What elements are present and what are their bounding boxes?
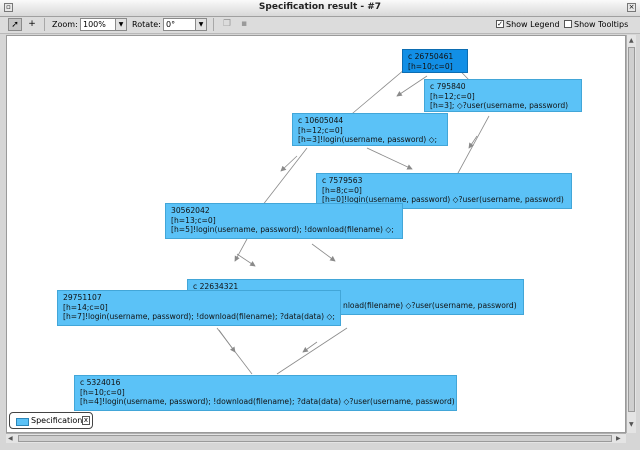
graph-edge (218, 329, 236, 353)
graph-node[interactable]: c 795840 [h=12;c=0] [h=3]; ◇?user(userna… (424, 79, 582, 112)
horizontal-scroll-thumb[interactable] (18, 435, 612, 442)
graph-edge (396, 75, 428, 97)
rotate-select[interactable]: 0° ▼ (163, 18, 207, 31)
graph-edge (346, 63, 412, 119)
graph-edge (366, 147, 413, 170)
legend-panel: Specification x (9, 412, 93, 429)
graph-edge (302, 341, 318, 353)
window-menu-icon[interactable]: ▫ (4, 3, 13, 12)
toolbar-separator (44, 18, 45, 31)
legend-close-button[interactable]: x (82, 416, 90, 425)
vertical-scroll-thumb[interactable] (628, 47, 635, 412)
print-icon: ▪ (240, 19, 248, 29)
legend-entry-label: Specification (31, 416, 83, 425)
copy-icon: ❐ (222, 19, 232, 29)
toolbar: ➚ + Zoom: 100% ▼ Rotate: 0° ▼ ❐ ▪ ✓ Show… (0, 17, 640, 34)
vertical-scrollbar[interactable]: ▲ ▼ (626, 35, 636, 433)
show-tooltips-checkbox[interactable] (564, 20, 572, 28)
show-legend-checkbox[interactable]: ✓ (496, 20, 504, 28)
graph-node[interactable]: c 5324016 [h=10;c=0] [h=4]!login(usernam… (74, 375, 457, 411)
graph-canvas[interactable]: c 26750461 [h=10;c=0] c 795840 [h=12;c=0… (6, 35, 626, 433)
chevron-down-icon: ▼ (195, 19, 206, 30)
graph-edge (311, 243, 336, 262)
toolbar-separator (213, 18, 214, 31)
add-tool-button[interactable]: + (28, 19, 36, 29)
scroll-up-icon[interactable]: ▲ (629, 37, 634, 44)
graph-edge (261, 147, 308, 207)
copy-button[interactable]: ❐ (220, 18, 234, 31)
graph-node[interactable]: 30562042 [h=13;c=0] [h=5]!login(username… (165, 203, 403, 239)
window-title: Specification result - #7 (258, 2, 382, 12)
window-titlebar: ▫ Specification result - #7 × (0, 0, 640, 17)
print-button[interactable]: ▪ (237, 18, 251, 31)
scroll-down-icon[interactable]: ▼ (629, 421, 634, 428)
graph-node[interactable]: c 10605044 [h=12;c=0] [h=3]!login(userna… (292, 113, 448, 146)
zoom-select[interactable]: 100% ▼ (80, 18, 127, 31)
zoom-value: 100% (83, 20, 106, 29)
horizontal-scrollbar[interactable]: ◀ ▶ (6, 433, 626, 443)
graph-edge (468, 135, 478, 149)
select-tool-button[interactable]: ➚ (8, 18, 22, 31)
graph-edge (236, 253, 256, 267)
scroll-left-icon[interactable]: ◀ (8, 435, 13, 442)
graph-edge (280, 155, 298, 172)
pointer-arrow-icon: ➚ (11, 20, 19, 30)
graph-node[interactable]: 29751107 [h=14;c=0] [h=7]!login(username… (57, 290, 341, 326)
show-tooltips-label: Show Tooltips (574, 20, 629, 29)
graph-node[interactable]: c 26750461 [h=10;c=0] (402, 49, 468, 73)
chevron-down-icon: ▼ (115, 19, 126, 30)
zoom-label: Zoom: (52, 20, 78, 29)
rotate-value: 0° (166, 20, 176, 29)
scroll-right-icon[interactable]: ▶ (616, 435, 621, 442)
graph-edge (276, 327, 348, 375)
rotate-label: Rotate: (132, 20, 161, 29)
graph-edge (234, 238, 248, 262)
legend-swatch (16, 418, 29, 426)
show-legend-label: Show Legend (506, 20, 560, 29)
window-close-icon[interactable]: × (627, 3, 636, 12)
